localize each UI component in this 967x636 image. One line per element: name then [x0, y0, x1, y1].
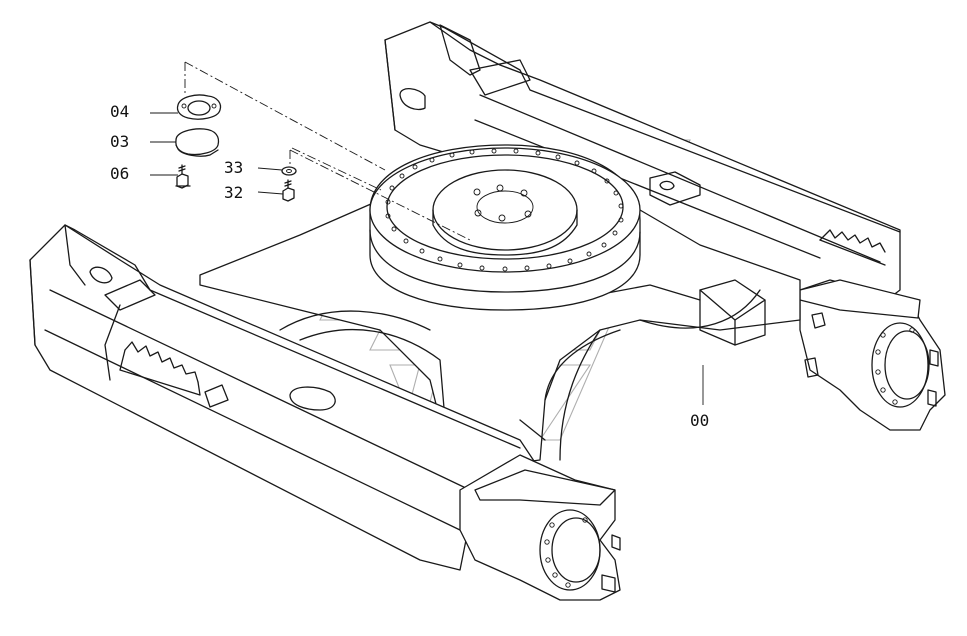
bolt-32 [282, 179, 295, 202]
label-part-32: 32 [224, 183, 244, 202]
washer-33 [281, 166, 297, 176]
label-part-00: 00 [690, 411, 710, 430]
label-part-04: 04 [110, 102, 130, 121]
right-end-bracket [799, 279, 946, 431]
front-end-bracket [459, 454, 621, 601]
swing-circle [369, 144, 641, 311]
leader-lines [150, 61, 704, 405]
rear-side-frame [384, 21, 901, 321]
label-part-33: 33 [224, 158, 244, 177]
front-side-frame [29, 224, 541, 571]
cover-plate-04 [176, 94, 222, 120]
ring-bolt-holes [385, 148, 624, 272]
cover-plate-03 [175, 128, 220, 157]
label-part-03: 03 [110, 132, 130, 151]
label-part-06: 06 [110, 164, 130, 183]
bolt-06 [175, 164, 191, 189]
